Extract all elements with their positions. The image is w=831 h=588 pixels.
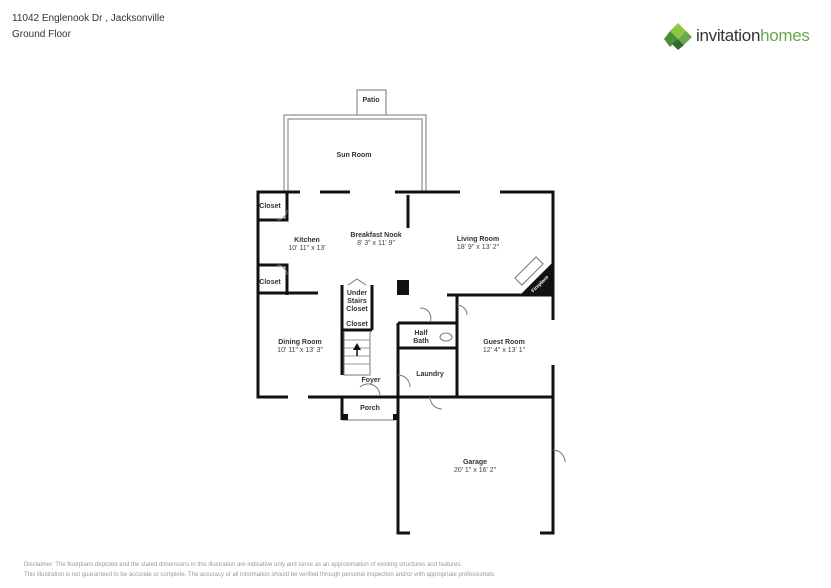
closet-walls	[258, 192, 318, 295]
windows	[288, 190, 555, 535]
logo-text-accent: homes	[760, 26, 810, 45]
patio-label: Patio	[362, 97, 379, 104]
address: 11042 Englenook Dr , Jacksonville	[12, 13, 165, 24]
stair-walls	[340, 285, 374, 375]
logo-text-main: invitation	[696, 26, 761, 45]
dining-room-label: Dining Room	[278, 339, 322, 346]
foyer-label: Foyer	[361, 377, 380, 384]
disclaimer-line-1: Disclaimer: The floorplans depicted and …	[24, 562, 463, 568]
kitchen-dims: 10' 11" x 13'	[288, 245, 325, 252]
half-bath-label: Half	[414, 330, 428, 337]
garage-label: Garage	[463, 459, 487, 466]
guest-room-label: Guest Room	[483, 339, 525, 346]
dining-room-dims: 10' 11" x 13' 3"	[277, 347, 323, 354]
stair-arrow-icon	[353, 343, 361, 350]
under-stairs-label: Under	[347, 290, 368, 297]
disclaimer-line-2: This illustration is not guaranteed to b…	[24, 572, 496, 578]
interior-walls	[396, 293, 553, 397]
logo-icon	[664, 23, 692, 50]
column	[397, 280, 409, 295]
guest-room-dims: 12' 4" x 13' 1"	[483, 347, 526, 354]
door-swings	[276, 209, 566, 463]
laundry-label: Laundry	[416, 371, 444, 378]
closet-label: Closet	[259, 203, 281, 210]
breakfast-nook-label: Breakfast Nook	[350, 232, 401, 239]
under-stairs-label: Closet	[346, 306, 368, 313]
fireplace-shape	[520, 262, 553, 295]
sun-room-outline	[283, 114, 427, 192]
staircase-outline	[343, 332, 371, 376]
invitation-homes-logo: invitationhomes	[664, 22, 810, 50]
porch-post	[393, 414, 399, 420]
porch-post	[342, 414, 348, 420]
closet-label: Closet	[259, 279, 281, 286]
floor-label: Ground Floor	[12, 29, 71, 40]
fireplace-hearth	[514, 256, 544, 286]
kitchen-label: Kitchen	[294, 237, 320, 244]
half-bath-label: Bath	[413, 338, 429, 345]
sun-room-label: Sun Room	[337, 152, 372, 159]
toilet-icon	[439, 332, 453, 342]
porch-label: Porch	[360, 405, 380, 412]
garage-dims: 20' 1" x 16' 2"	[454, 467, 497, 474]
living-room-label: Living Room	[457, 236, 499, 243]
breakfast-nook-dims: 8' 3" x 11' 9"	[357, 240, 395, 247]
under-stairs-label: Stairs	[347, 298, 367, 305]
living-room-dims: 18' 9" x 13' 2"	[457, 244, 500, 251]
closet-label: Closet	[346, 321, 368, 328]
